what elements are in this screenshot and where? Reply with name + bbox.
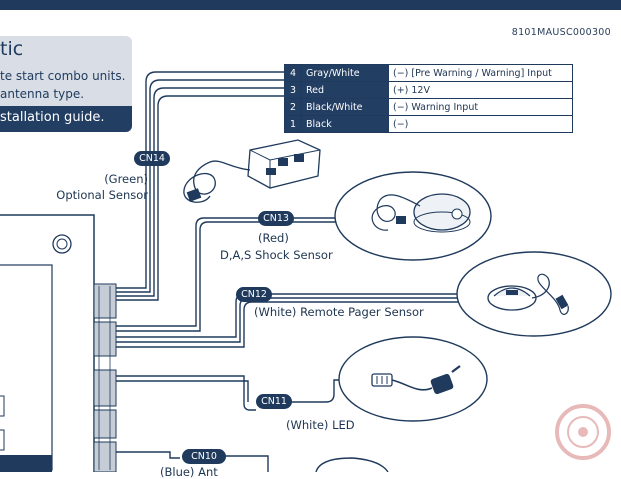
cn13-wires — [116, 217, 345, 332]
pin-number: 4 — [284, 64, 302, 82]
led-bubble — [338, 336, 488, 422]
cn12-label: (White) Remote Pager Sensor — [254, 305, 424, 319]
pin-row: 4 Gray/White (−) [Pre Warning / Warning]… — [284, 64, 573, 82]
top-bar — [0, 0, 621, 10]
cn10-wires — [116, 451, 269, 472]
note-line-1: te start combo units. — [0, 69, 126, 83]
pin-wire-color: Red — [301, 81, 389, 99]
cn14-badge: CN14 — [134, 151, 170, 166]
cn14-label: Optional Sensor — [56, 188, 148, 202]
pin-wire-color: Black — [301, 115, 389, 133]
note-line-2: antenna type. — [0, 87, 85, 101]
cn13-badge: CN13 — [258, 211, 294, 226]
shock-sensor-bubble — [334, 171, 492, 261]
cn11-label: (White) LED — [286, 418, 355, 432]
cn11-badge: CN11 — [256, 394, 292, 409]
pin-function: (−) [Pre Warning / Warning] Input — [388, 64, 573, 82]
cn14-color-label: (Green) — [104, 172, 148, 186]
pin-table: 4 Gray/White (−) [Pre Warning / Warning]… — [284, 64, 573, 133]
cn10-label: (Blue) Ant — [160, 465, 218, 479]
cn13-color-label: (Red) — [258, 231, 289, 245]
cn10-bubble — [315, 457, 389, 472]
note-band: stallation guide. — [0, 106, 132, 132]
shock-sensor-icon — [371, 193, 471, 233]
pager-sensor-icon — [487, 273, 569, 315]
pin-function: (−) — [388, 115, 573, 133]
note-heading: tic — [0, 38, 24, 60]
pin-row: 1 Black (−) — [284, 115, 573, 133]
pager-sensor-bubble — [456, 251, 612, 337]
led-connector-icon — [371, 365, 461, 395]
pin-wire-color: Gray/White — [301, 64, 389, 82]
note-panel: tic te start combo units. antenna type. … — [0, 36, 132, 132]
pin-row: 2 Black/White (−) Warning Input — [284, 98, 573, 116]
control-unit — [0, 214, 117, 472]
pin-function: (−) Warning Input — [388, 98, 573, 116]
note-band-text: stallation guide. — [0, 110, 105, 125]
cn14-wires — [116, 71, 284, 301]
mounting-hole-icon — [52, 234, 72, 254]
cn11-wires — [116, 375, 340, 411]
watermark-logo — [555, 404, 611, 460]
cn10-badge: CN10 — [182, 449, 226, 464]
cn13-label: D,A,S Shock Sensor — [220, 248, 333, 262]
optional-sensor-module-icon — [183, 139, 321, 203]
document-id: 8101MAUSC000300 — [511, 27, 611, 38]
cn12-badge: CN12 — [236, 287, 272, 302]
